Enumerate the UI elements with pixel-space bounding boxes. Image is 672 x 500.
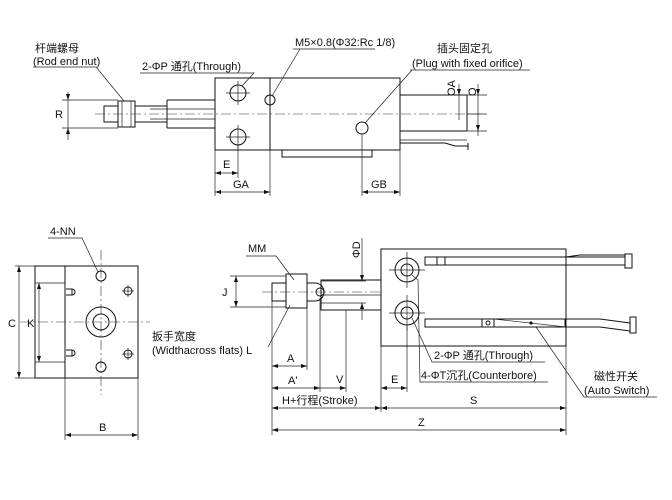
- wrench-cn: 扳手宽度: [152, 329, 196, 343]
- nn-label: 4-NN: [50, 226, 76, 238]
- dim-v-label: V: [336, 374, 344, 386]
- dim-oa-label: OA: [446, 79, 458, 96]
- dim-b-label: B: [99, 422, 106, 434]
- dim-r-label: R: [55, 109, 63, 121]
- dim-a-prime-label: A': [288, 375, 297, 387]
- auto-switch-en: (Auto Switch): [584, 385, 649, 397]
- switch-rail-2: [424, 318, 566, 328]
- end-bore-inner: [92, 313, 110, 331]
- phi-d-label: ΦD: [351, 241, 363, 258]
- cylinder-tube-top: [399, 94, 468, 132]
- wrench-en: (Widthacross flats) L: [152, 345, 252, 357]
- nn-hole-1: [95, 270, 107, 282]
- end-bore-outer: [85, 306, 117, 338]
- through-hole-bottom-label: 2-ΦP 通孔(Through): [434, 349, 533, 362]
- dim-c-label: C: [8, 318, 16, 330]
- cylinder-body-front: [380, 248, 567, 347]
- rod-end-nut-front: [285, 273, 308, 309]
- switch-rail-1: [424, 256, 626, 266]
- plug-label-en: (Plug with fixed orifice): [412, 58, 523, 70]
- dim-gb-label: GB: [371, 179, 387, 191]
- dim-a-label: A: [287, 353, 295, 365]
- mm-label: MM: [248, 243, 266, 255]
- plug-label-cn: 插头固定孔: [437, 41, 492, 55]
- counterbore-label: 4-ΦT沉孔(Counterbore): [421, 369, 537, 382]
- m5-port-label: M5×0.8(Φ32:Rc 1/8): [295, 37, 395, 49]
- dim-s-label: S: [470, 395, 477, 407]
- rod-end-nut-cn: 杆端螺母: [35, 41, 79, 55]
- auto-switch-cn: 磁性开关: [594, 369, 638, 383]
- end-view: [15, 237, 150, 440]
- dim-e-top-label: E: [223, 159, 230, 171]
- dim-z-label: Z: [418, 417, 425, 429]
- dim-o-label: O: [467, 87, 479, 96]
- auto-switch: [481, 318, 495, 328]
- dim-k-label: K: [27, 318, 35, 330]
- rod-end-nut-en: (Rod end nut): [33, 56, 100, 68]
- top-view: [33, 48, 530, 196]
- nn-hole-2: [95, 361, 107, 373]
- plug-hole: [355, 121, 369, 135]
- dim-j-label: J: [222, 287, 228, 299]
- dim-ga-label: GA: [233, 179, 250, 191]
- dim-e-bottom-label: E: [391, 374, 398, 386]
- through-hole-top-label: 2-ΦP 通孔(Through): [142, 60, 241, 73]
- h-stroke-label: H+行程(Stroke): [282, 394, 358, 407]
- front-view: [230, 238, 657, 435]
- switch-rail-top: [281, 149, 373, 158]
- m5-port: [264, 94, 276, 106]
